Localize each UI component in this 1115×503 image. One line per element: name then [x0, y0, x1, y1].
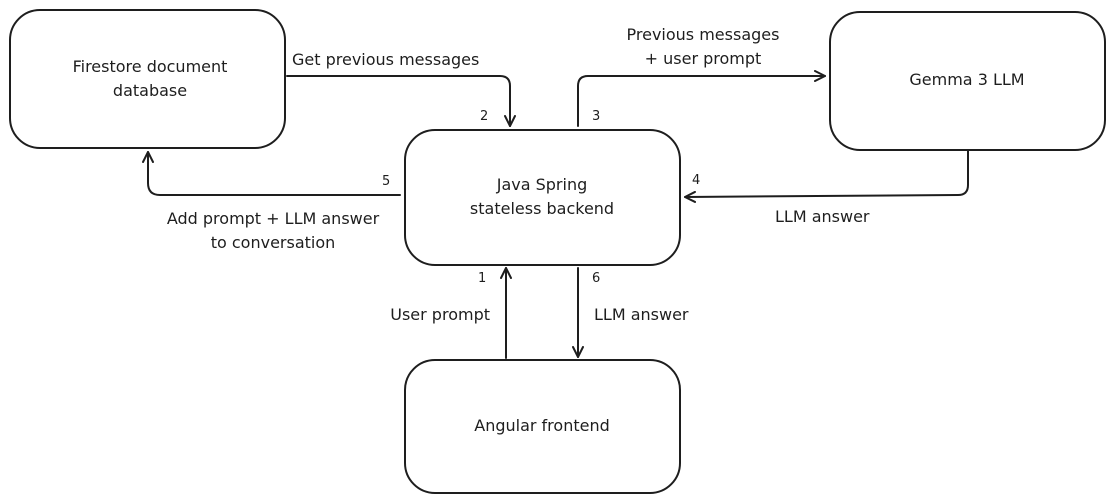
- edge-previous-messages-user-prompt-line: [577, 70, 826, 127]
- edge-llm-answer-in-line: [684, 149, 969, 203]
- edge-add-to-conversation-label-2: to conversation: [211, 233, 336, 252]
- node-backend: Java Spring stateless backend: [404, 129, 681, 266]
- edge-llm-answer-in-label: LLM answer: [775, 207, 870, 226]
- step-number-5: 5: [382, 174, 390, 189]
- node-gemma: Gemma 3 LLM: [829, 11, 1106, 151]
- edge-llm-answer-in: LLM answer 4: [684, 149, 969, 226]
- edge-previous-messages-user-prompt: Previous messages + user prompt 3: [577, 25, 826, 127]
- step-number-2: 2: [480, 109, 488, 124]
- node-firestore-line-2: database: [113, 81, 187, 100]
- step-number-6: 6: [592, 271, 600, 286]
- edge-add-to-conversation: Add prompt + LLM answer to conversation …: [142, 151, 401, 252]
- step-number-4: 4: [692, 173, 700, 188]
- node-firestore: Firestore document database: [9, 9, 286, 149]
- step-number-1: 1: [478, 271, 486, 286]
- edge-llm-answer-out-label: LLM answer: [594, 305, 689, 324]
- node-backend-line-2: stateless backend: [470, 199, 614, 218]
- node-frontend: Angular frontend: [404, 359, 681, 494]
- step-number-3: 3: [592, 109, 600, 124]
- edge-get-previous-messages: Get previous messages 2: [286, 50, 516, 127]
- node-gemma-line-1: Gemma 3 LLM: [909, 70, 1024, 89]
- edge-get-previous-messages-label: Get previous messages: [292, 50, 479, 69]
- edge-add-to-conversation-label-1: Add prompt + LLM answer: [167, 209, 380, 228]
- edge-previous-messages-user-prompt-label-2: + user prompt: [645, 49, 762, 68]
- node-backend-line-1: Java Spring: [496, 175, 588, 194]
- edge-user-prompt-label: User prompt: [390, 305, 490, 324]
- edge-llm-answer-out: LLM answer 6: [572, 267, 689, 358]
- node-frontend-line-1: Angular frontend: [474, 416, 610, 435]
- node-firestore-line-1: Firestore document: [73, 57, 228, 76]
- edge-previous-messages-user-prompt-label-1: Previous messages: [627, 25, 780, 44]
- edge-add-to-conversation-line: [142, 151, 401, 196]
- edge-user-prompt: User prompt 1: [390, 267, 512, 359]
- edge-get-previous-messages-line: [286, 75, 516, 127]
